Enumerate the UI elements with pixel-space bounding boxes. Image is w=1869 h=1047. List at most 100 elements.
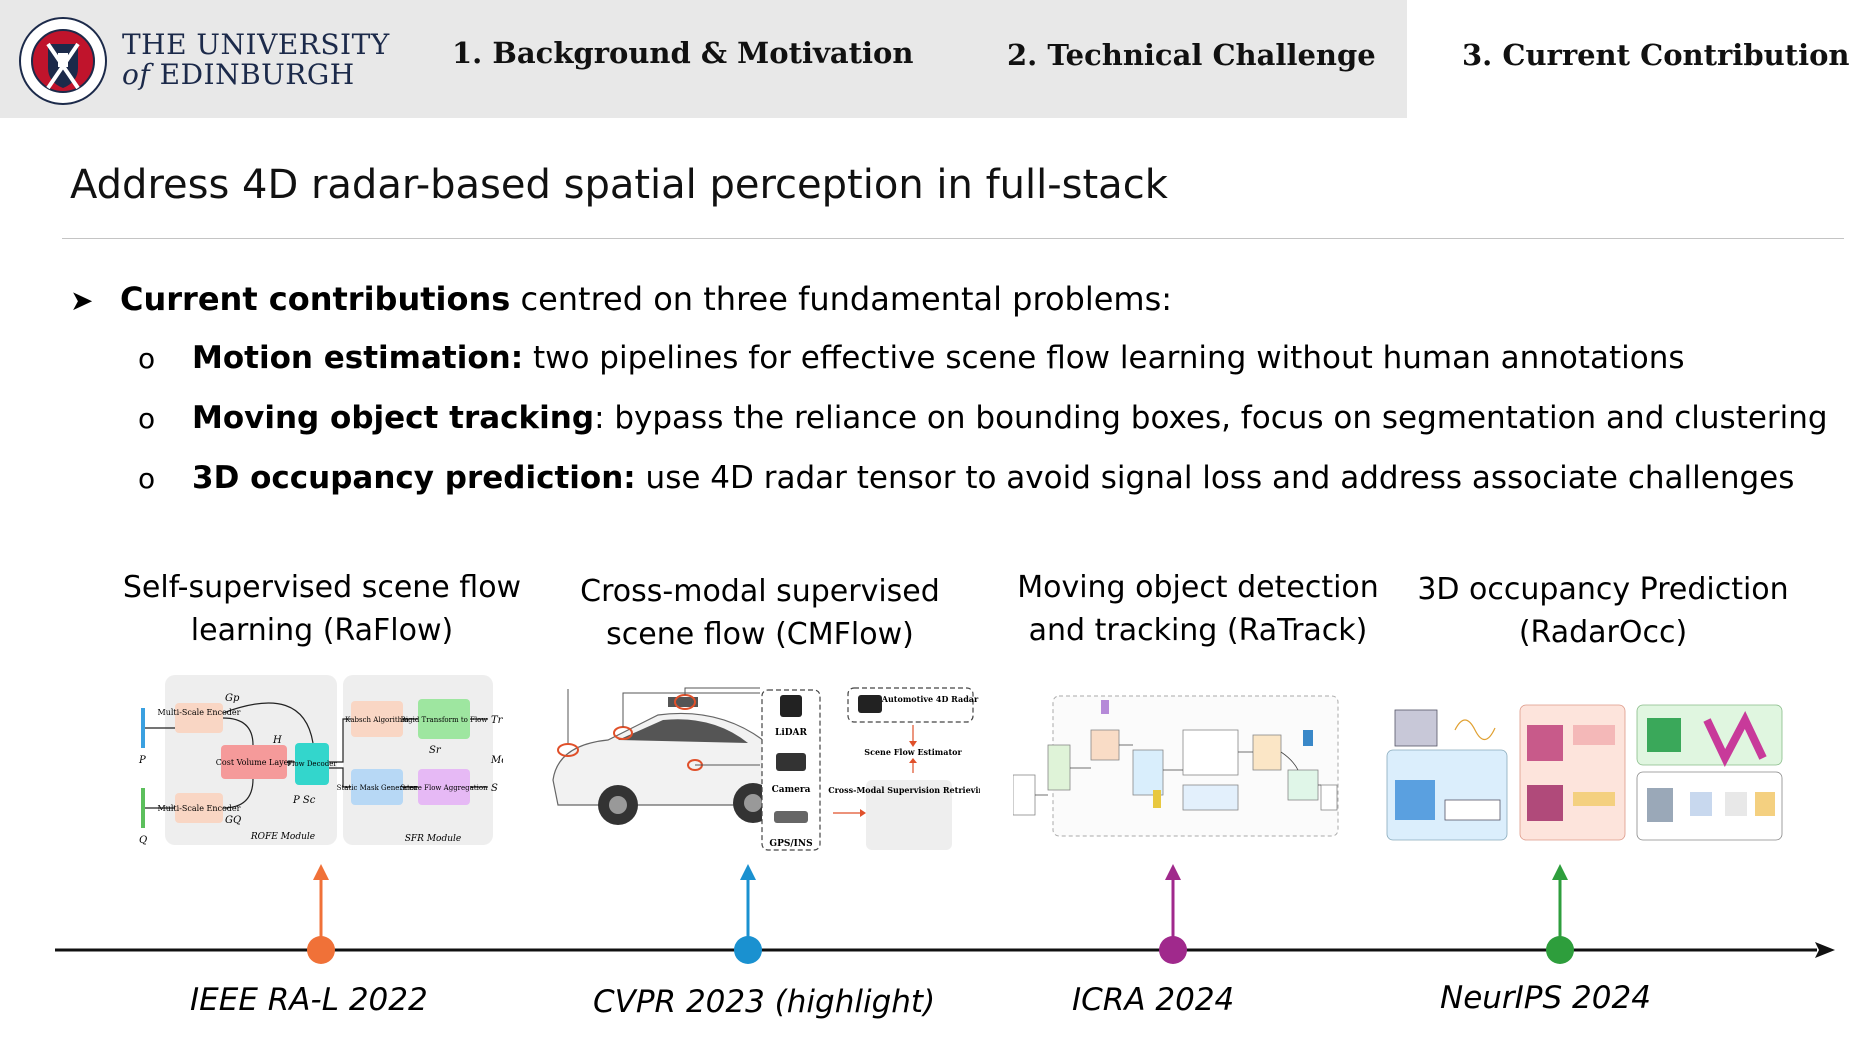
softmax-box [1755, 792, 1775, 816]
university-of: of [122, 58, 151, 91]
timeline-marker [1159, 864, 1187, 964]
lidar-label: LiDAR [775, 728, 808, 738]
caption-line: and tracking (RaTrack) [1028, 613, 1368, 648]
radar-icon [858, 695, 882, 713]
output-box [1320, 784, 1338, 811]
caption-ratrack: Moving object detection and tracking (Ra… [1003, 566, 1393, 652]
university-crest-icon [19, 17, 107, 105]
backbone-box [1047, 744, 1071, 791]
title-divider [62, 238, 1844, 239]
venue-radarocc: NeurIPS 2024 [1440, 980, 1651, 1016]
university-line1: THE UNIVERSITY [122, 28, 390, 61]
gps-label: GPS/INS [769, 839, 812, 849]
sfr-module-label: SFR Module [405, 834, 461, 844]
venue-cmflow: CVPR 2023 (highlight) [593, 984, 936, 1020]
symbol-gq: GQ [225, 815, 241, 826]
subbullet-tracking: o Moving object tracking: bypass the reli… [138, 400, 1828, 436]
tracking-box [1287, 769, 1319, 801]
point-cloud-q-bar [141, 788, 145, 828]
retrieving-label: Cross-Modal Supervision Retrieving [828, 785, 980, 795]
voxel-icon [1101, 700, 1109, 714]
flow-decoder-label: Flow Decoder [287, 760, 337, 768]
radar-label: Automotive 4D Radar [881, 694, 979, 704]
tab-technical-challenge[interactable]: 2. Technical Challenge [1007, 38, 1376, 72]
marker-dot [734, 936, 762, 964]
university-line2: EDINBURGH [159, 58, 355, 91]
timeline [55, 942, 1835, 958]
kabsch-label: Kabsch Algorithm [345, 716, 409, 724]
caption-raflow: Self-supervised scene flow learning (RaF… [117, 566, 527, 652]
motion-box [1132, 749, 1164, 796]
subbullet-text: : bypass the reliance on bounding boxes,… [594, 400, 1828, 436]
marker-dot [307, 936, 335, 964]
bullet-bold: Current contributions [120, 280, 511, 318]
symbol-q: Q [139, 835, 147, 846]
symbol-mo: Mo [490, 755, 503, 766]
sequence-strip [1444, 799, 1501, 821]
caption-line: learning (RaFlow) [190, 613, 454, 648]
aggregation-box [418, 769, 470, 805]
detection-box [1182, 784, 1239, 811]
encoder-p-label: Multi-Scale Encoder [158, 708, 241, 717]
marker-arrowhead-icon [1165, 864, 1181, 880]
circle-bullet-icon: o [138, 342, 156, 375]
encoder-p-box [175, 703, 223, 733]
spherical-grid-top [1527, 725, 1563, 761]
point-cloud-p-bar [141, 708, 145, 748]
caption-line: scene flow (CMFlow) [606, 617, 914, 652]
spherical-grid-bottom [1527, 785, 1563, 821]
symbol-p: P [138, 755, 146, 766]
static-mask-label: Static Mask Generator [337, 784, 418, 792]
car-illustration [552, 694, 794, 825]
lidar-icon [780, 695, 802, 717]
affinity-box [1252, 734, 1282, 771]
symbol-ps: P Sc [292, 795, 316, 806]
tab-background-motivation[interactable]: 1. Background & Motivation [452, 36, 914, 70]
camera-label: Camera [772, 785, 811, 795]
timeline-marker [734, 864, 762, 964]
encoder-q-box [175, 793, 223, 823]
symbol-gp: Gp [225, 693, 240, 704]
caption-cmflow: Cross-modal supervised scene flow (CMFlo… [565, 570, 955, 656]
tensor-cube [1394, 709, 1438, 747]
cmflow-pipeline-figure: LiDAR Camera GPS/INS Automotive 4D Radar… [552, 687, 980, 851]
caption-line: Moving object detection [1017, 570, 1379, 605]
raflow-architecture-figure: Multi-Scale Encoder Multi-Scale Encoder … [138, 675, 503, 846]
track-icon [1303, 730, 1313, 746]
subbullet-bold: Motion estimation: [192, 340, 524, 376]
doppler-curve [1454, 719, 1496, 741]
symbol-h: H [272, 735, 282, 746]
caption-line: 3D occupancy Prediction [1417, 572, 1789, 607]
symbol-s: S [491, 783, 498, 794]
rigid-transform-label: Rigid Transform to Flow [401, 716, 488, 724]
university-name: THE UNIVERSITY of EDINBURGH [122, 30, 390, 90]
occupancy-output [1703, 711, 1767, 767]
radarocc-architecture-figure [1386, 704, 1783, 841]
circle-bullet-icon: o [138, 402, 156, 435]
subbullet-bold: Moving object tracking [192, 400, 595, 436]
rofe-module-label: ROFE Module [250, 832, 315, 842]
feature-box [1090, 729, 1120, 761]
symbol-sr: Sr [429, 745, 442, 756]
timeline-marker [1546, 864, 1574, 964]
venue-ratrack: ICRA 2024 [1072, 982, 1235, 1018]
estimator-label: Scene Flow Estimator [864, 747, 962, 757]
main-bullet: ➤ Current contributions centred on three … [70, 280, 1172, 318]
kabsch-box [351, 701, 403, 737]
subbullet-bold: 3D occupancy prediction: [192, 460, 636, 496]
arrowhead-bullet-icon: ➤ [70, 284, 94, 317]
caption-line: (RadarOcc) [1518, 615, 1688, 650]
venue-raflow: IEEE RA-L 2022 [190, 982, 428, 1018]
cartesian-grid [1647, 718, 1681, 752]
active-tab-background [1407, 0, 1869, 118]
bullet-text: centred on three fundamental problems: [510, 280, 1173, 318]
tab-current-contribution[interactable]: 3. Current Contribution [1462, 38, 1850, 72]
retrieving-panel [866, 780, 952, 850]
encoder-q-label: Multi-Scale Encoder [158, 804, 241, 813]
flow-decoder-box [295, 743, 329, 785]
scatter-box [1182, 729, 1239, 776]
upsample-box [1725, 792, 1747, 816]
deformable-attention-box [1573, 725, 1615, 745]
header-bar [0, 0, 1407, 118]
marker-arrowhead-icon [313, 864, 329, 880]
